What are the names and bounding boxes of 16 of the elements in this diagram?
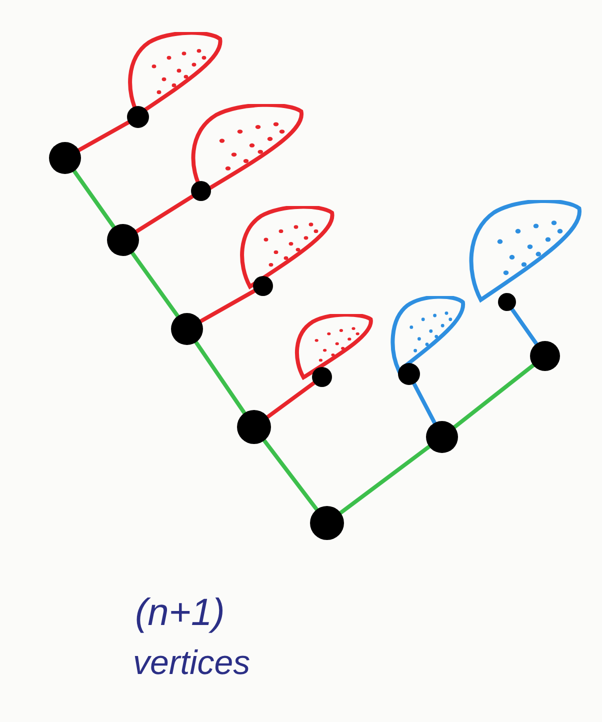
edge-line <box>76 120 130 152</box>
edge-line <box>198 288 256 324</box>
edge-line <box>194 340 246 415</box>
handwritten-note: vertices <box>133 643 250 684</box>
edge-line <box>510 307 538 346</box>
edge-line <box>452 363 536 430</box>
edge-line <box>134 194 195 234</box>
edge-line <box>266 380 316 419</box>
edge-line <box>338 444 432 515</box>
edge-line <box>262 438 319 512</box>
handwritten-note: (n+1) <box>135 591 225 636</box>
edge-line <box>72 169 116 229</box>
teardrop-shape <box>292 314 374 380</box>
teardrop-shape <box>388 296 466 374</box>
edge-line <box>130 251 180 318</box>
edge-line <box>412 382 437 425</box>
